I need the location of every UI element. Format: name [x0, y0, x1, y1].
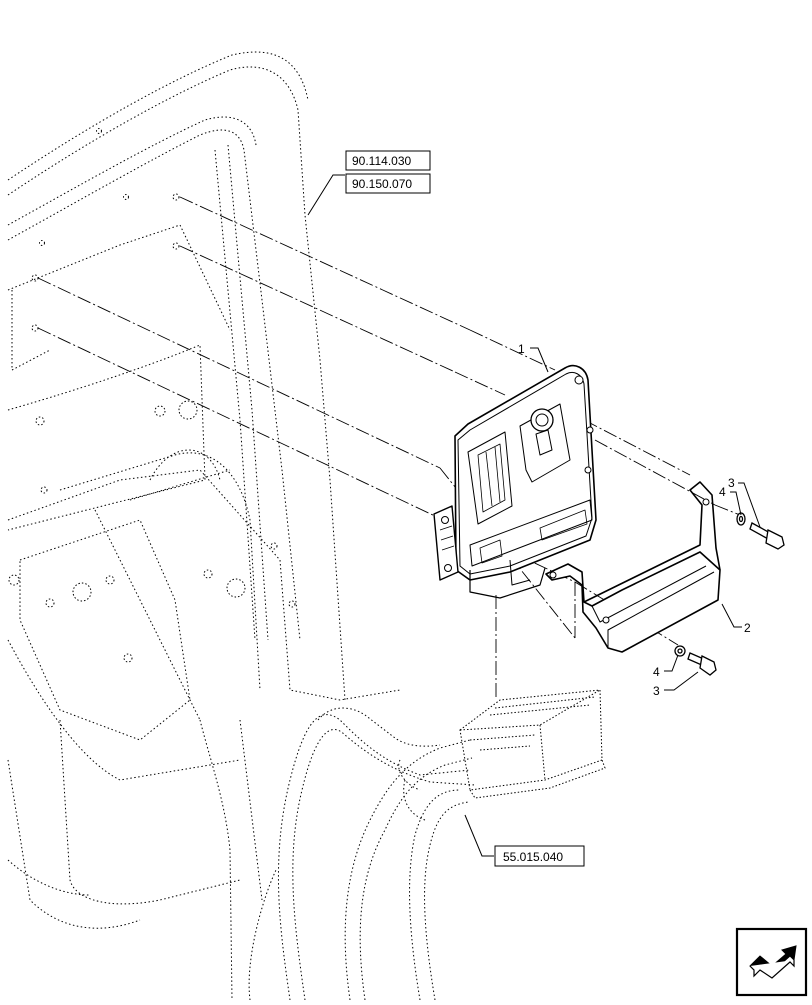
mounting-bracket [545, 481, 721, 653]
callout-washer-upper: 4 [719, 485, 726, 499]
ref-box-group-upper: 90.114.030 90.150.070 [345, 150, 431, 194]
leader-lines [307, 174, 761, 857]
ref-label-90-150-070[interactable]: 90.150.070 [352, 177, 412, 191]
wire-harness-outline [248, 707, 476, 1001]
ref-box-harness: 55.015.040 [494, 845, 585, 867]
frame-holes [8, 128, 296, 663]
ref-label-90-114-030[interactable]: 90.114.030 [352, 154, 411, 168]
harness-connector [459, 689, 606, 799]
lower-bolt [687, 652, 717, 676]
cab-frame-outline [7, 51, 401, 1001]
callout-bracket: 2 [744, 621, 751, 635]
callout-washer-lower: 4 [653, 665, 660, 679]
alignment-centerlines [37, 196, 741, 700]
upper-bolt [749, 522, 785, 550]
callout-bolt-lower: 3 [653, 684, 660, 698]
next-page-arrow-icon[interactable] [735, 927, 808, 997]
ecu-module [433, 364, 597, 599]
ref-label-55-015-040[interactable]: 55.015.040 [503, 850, 563, 864]
callout-ecu: 1 [518, 342, 525, 356]
lower-washer [674, 645, 686, 657]
callout-bolt-upper: 3 [728, 476, 735, 490]
